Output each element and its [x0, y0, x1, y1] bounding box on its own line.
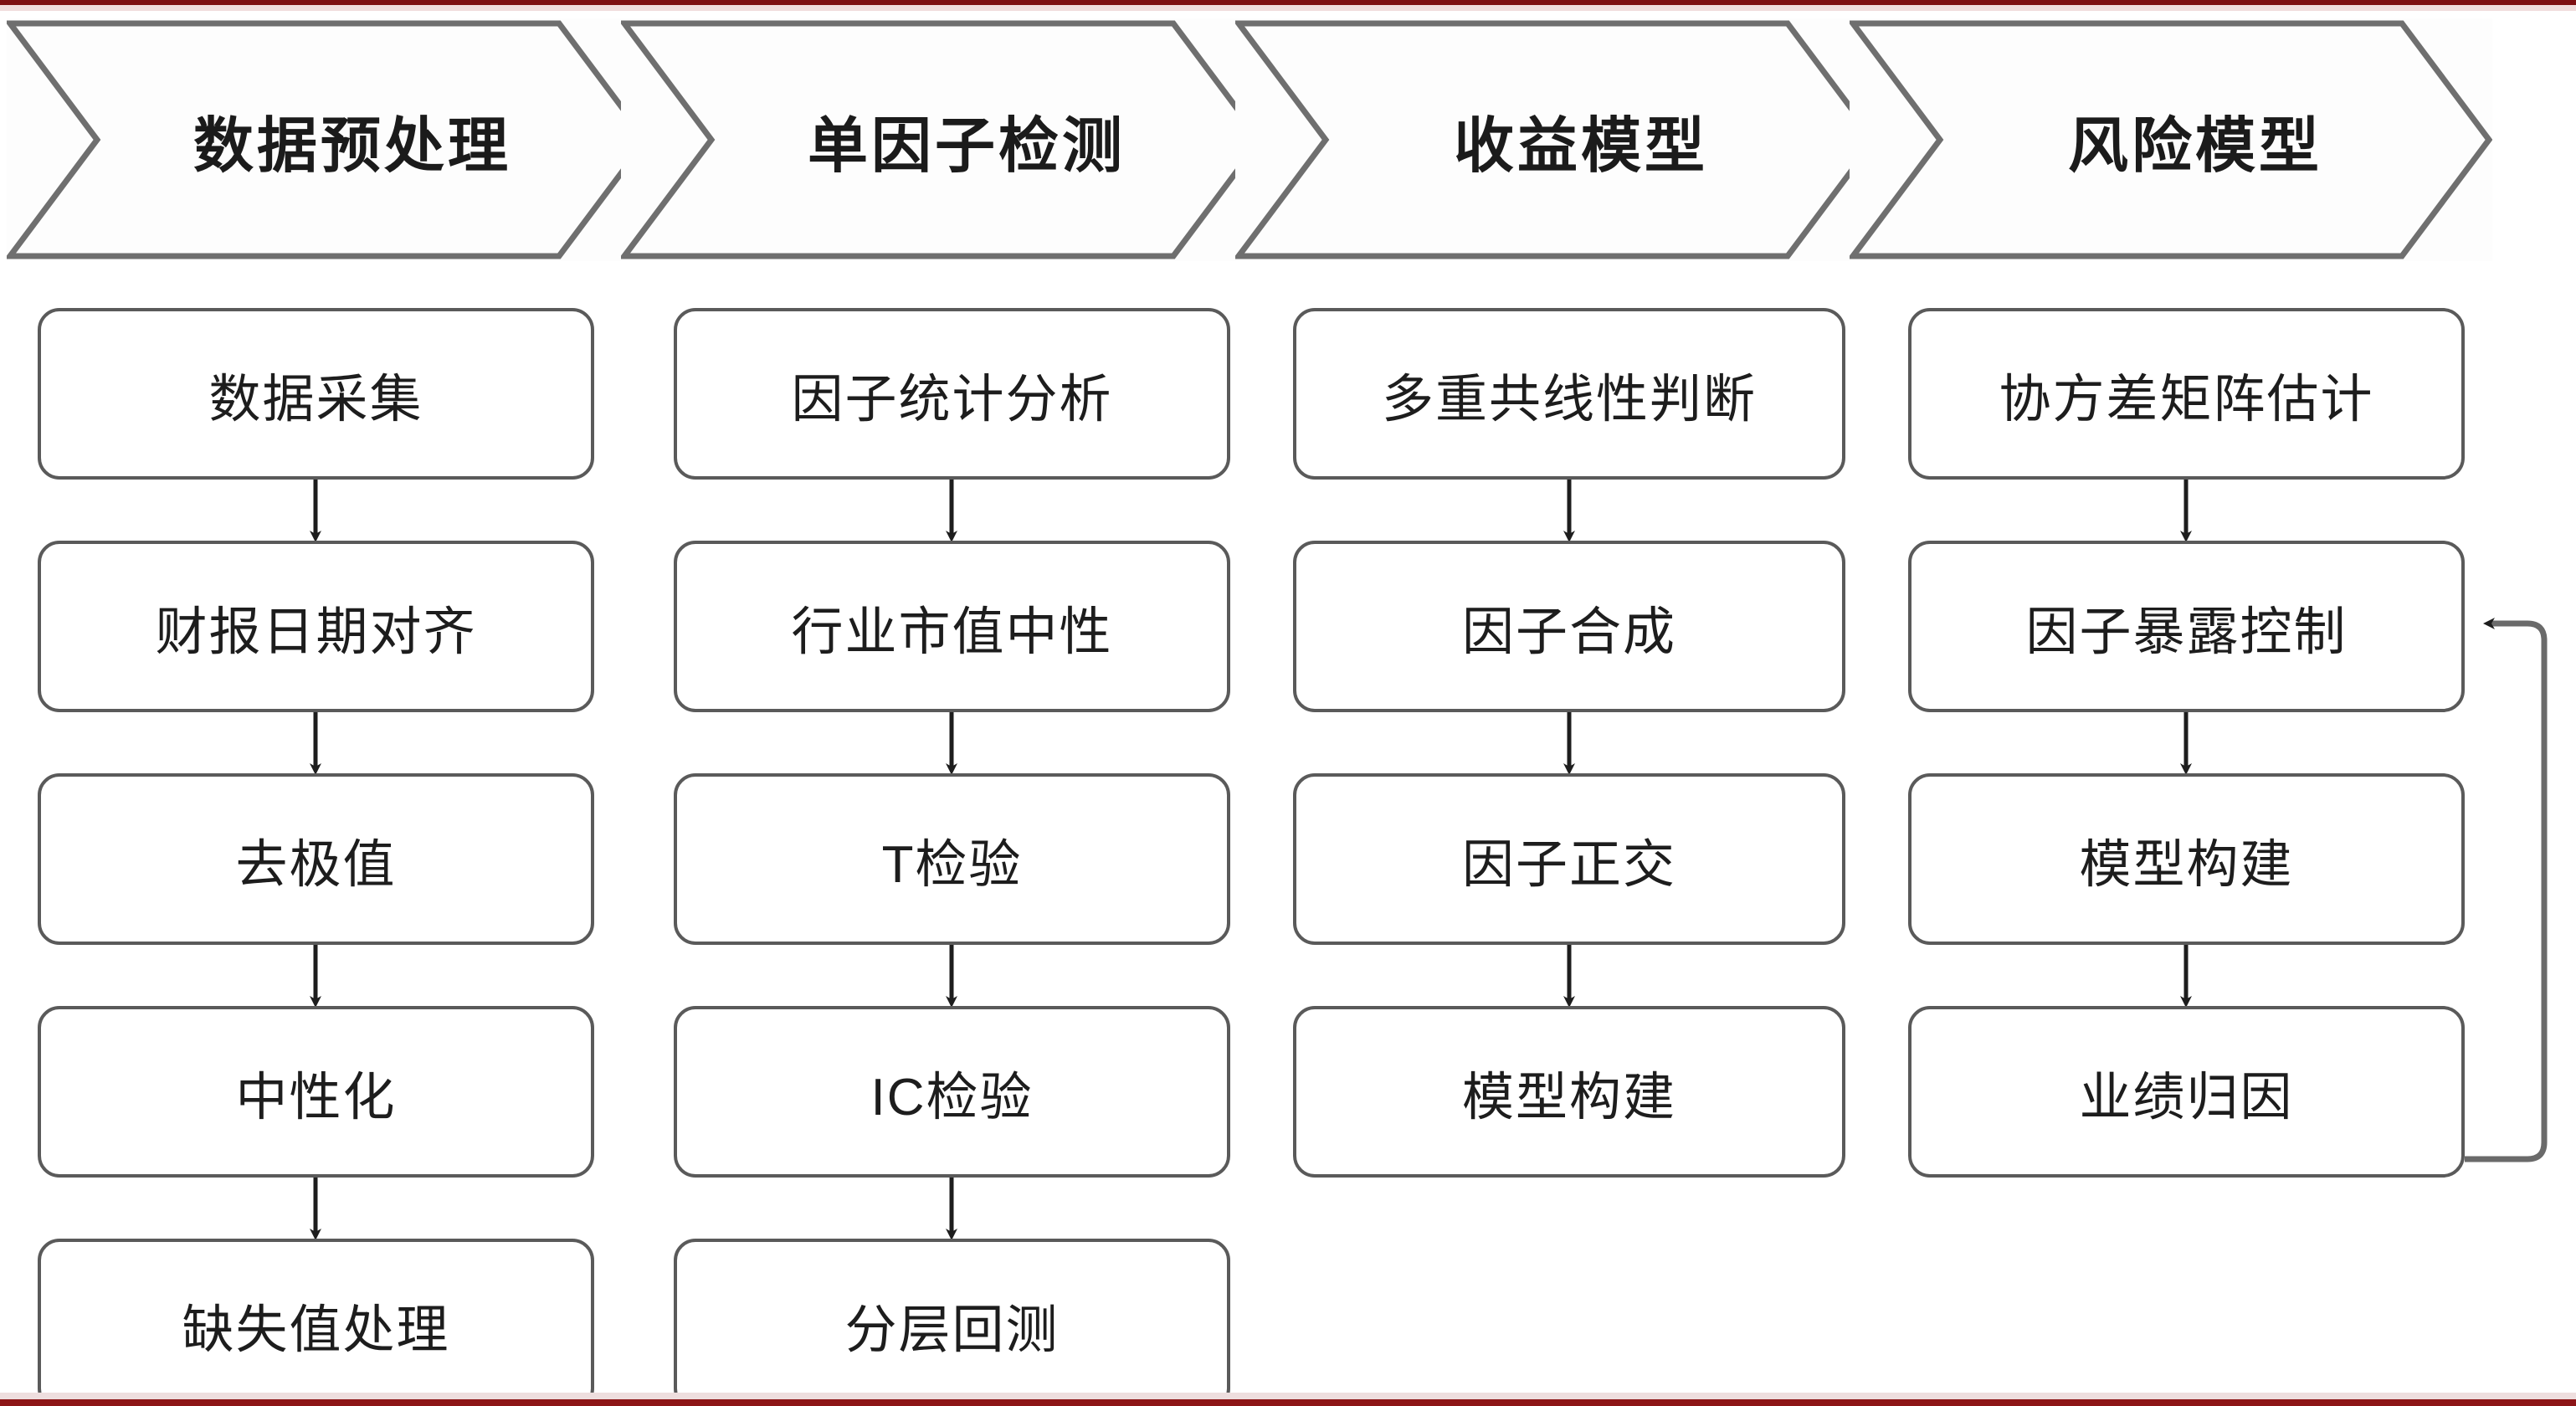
process-box[interactable]: 多重共线性判断	[1293, 308, 1845, 480]
stage-header-label-3: 收益模型	[1453, 112, 1708, 180]
stage-header-label-1: 数据预处理	[192, 112, 511, 180]
process-box[interactable]: 协方差矩阵估计	[1908, 308, 2465, 480]
chevron-shape-icon	[621, 20, 1264, 259]
process-box[interactable]: 数据采集	[38, 308, 594, 480]
process-box[interactable]: 中性化	[38, 1006, 594, 1178]
process-box[interactable]: 因子合成	[1293, 541, 1845, 712]
process-box[interactable]: T检验	[674, 773, 1230, 945]
stage-header-label-4: 风险模型	[2067, 112, 2322, 180]
process-box[interactable]: 财报日期对齐	[38, 541, 594, 712]
stage-header-1[interactable]: 数据预处理	[7, 18, 649, 261]
process-box[interactable]: 分层回测	[674, 1239, 1230, 1406]
stage-header-label-2: 单因子检测	[807, 112, 1126, 180]
process-box[interactable]: 缺失值处理	[38, 1239, 594, 1406]
process-box[interactable]: 因子统计分析	[674, 308, 1230, 480]
top-accent-rule	[0, 0, 2576, 5]
chevron-shape-icon	[7, 20, 649, 259]
stage-header-2[interactable]: 单因子检测	[621, 18, 1264, 261]
chevron-shape-icon	[1235, 20, 1878, 259]
bottom-accent-rule	[0, 1399, 2576, 1406]
process-box[interactable]: IC检验	[674, 1006, 1230, 1178]
top-accent-rule-light	[0, 5, 2576, 11]
process-box[interactable]: 模型构建	[1293, 1006, 1845, 1178]
process-box[interactable]: 因子正交	[1293, 773, 1845, 945]
process-box[interactable]: 模型构建	[1908, 773, 2465, 945]
process-box[interactable]: 业绩归因	[1908, 1006, 2465, 1178]
stage-header-4[interactable]: 风险模型	[1850, 18, 2492, 261]
chevron-shape-icon	[1850, 20, 2492, 259]
process-box[interactable]: 去极值	[38, 773, 594, 945]
bottom-accent-rule-light	[0, 1393, 2576, 1399]
process-box[interactable]: 行业市值中性	[674, 541, 1230, 712]
process-box[interactable]: 因子暴露控制	[1908, 541, 2465, 712]
stage-header-3[interactable]: 收益模型	[1235, 18, 1878, 261]
